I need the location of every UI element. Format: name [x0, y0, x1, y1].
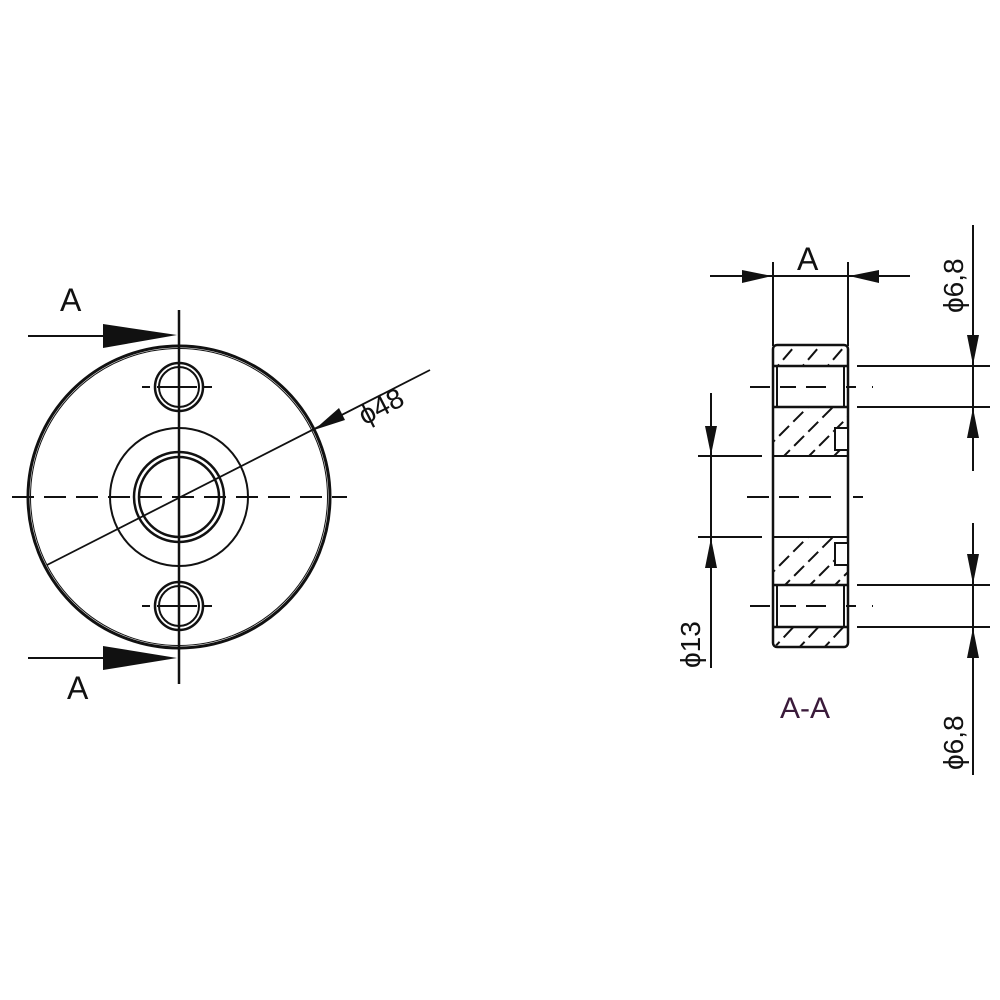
diameter-arrowhead [314, 408, 345, 430]
bore-diameter-label: ϕ13 [675, 621, 706, 668]
diameter-leader [46, 369, 431, 566]
section-marker-top: A [60, 282, 82, 318]
section-marker-bottom: A [67, 670, 89, 706]
top-hole-diameter-label: ϕ6,8 [938, 258, 969, 313]
section-view [698, 225, 990, 775]
section-width-label: A [797, 241, 819, 277]
front-view [12, 310, 431, 684]
section-arrow-top [103, 324, 177, 348]
section-arrow-bottom [103, 646, 177, 670]
bottom-hole-diameter-label: ϕ6,8 [938, 715, 969, 770]
section-title: A-A [780, 692, 831, 725]
section-body [771, 343, 850, 649]
